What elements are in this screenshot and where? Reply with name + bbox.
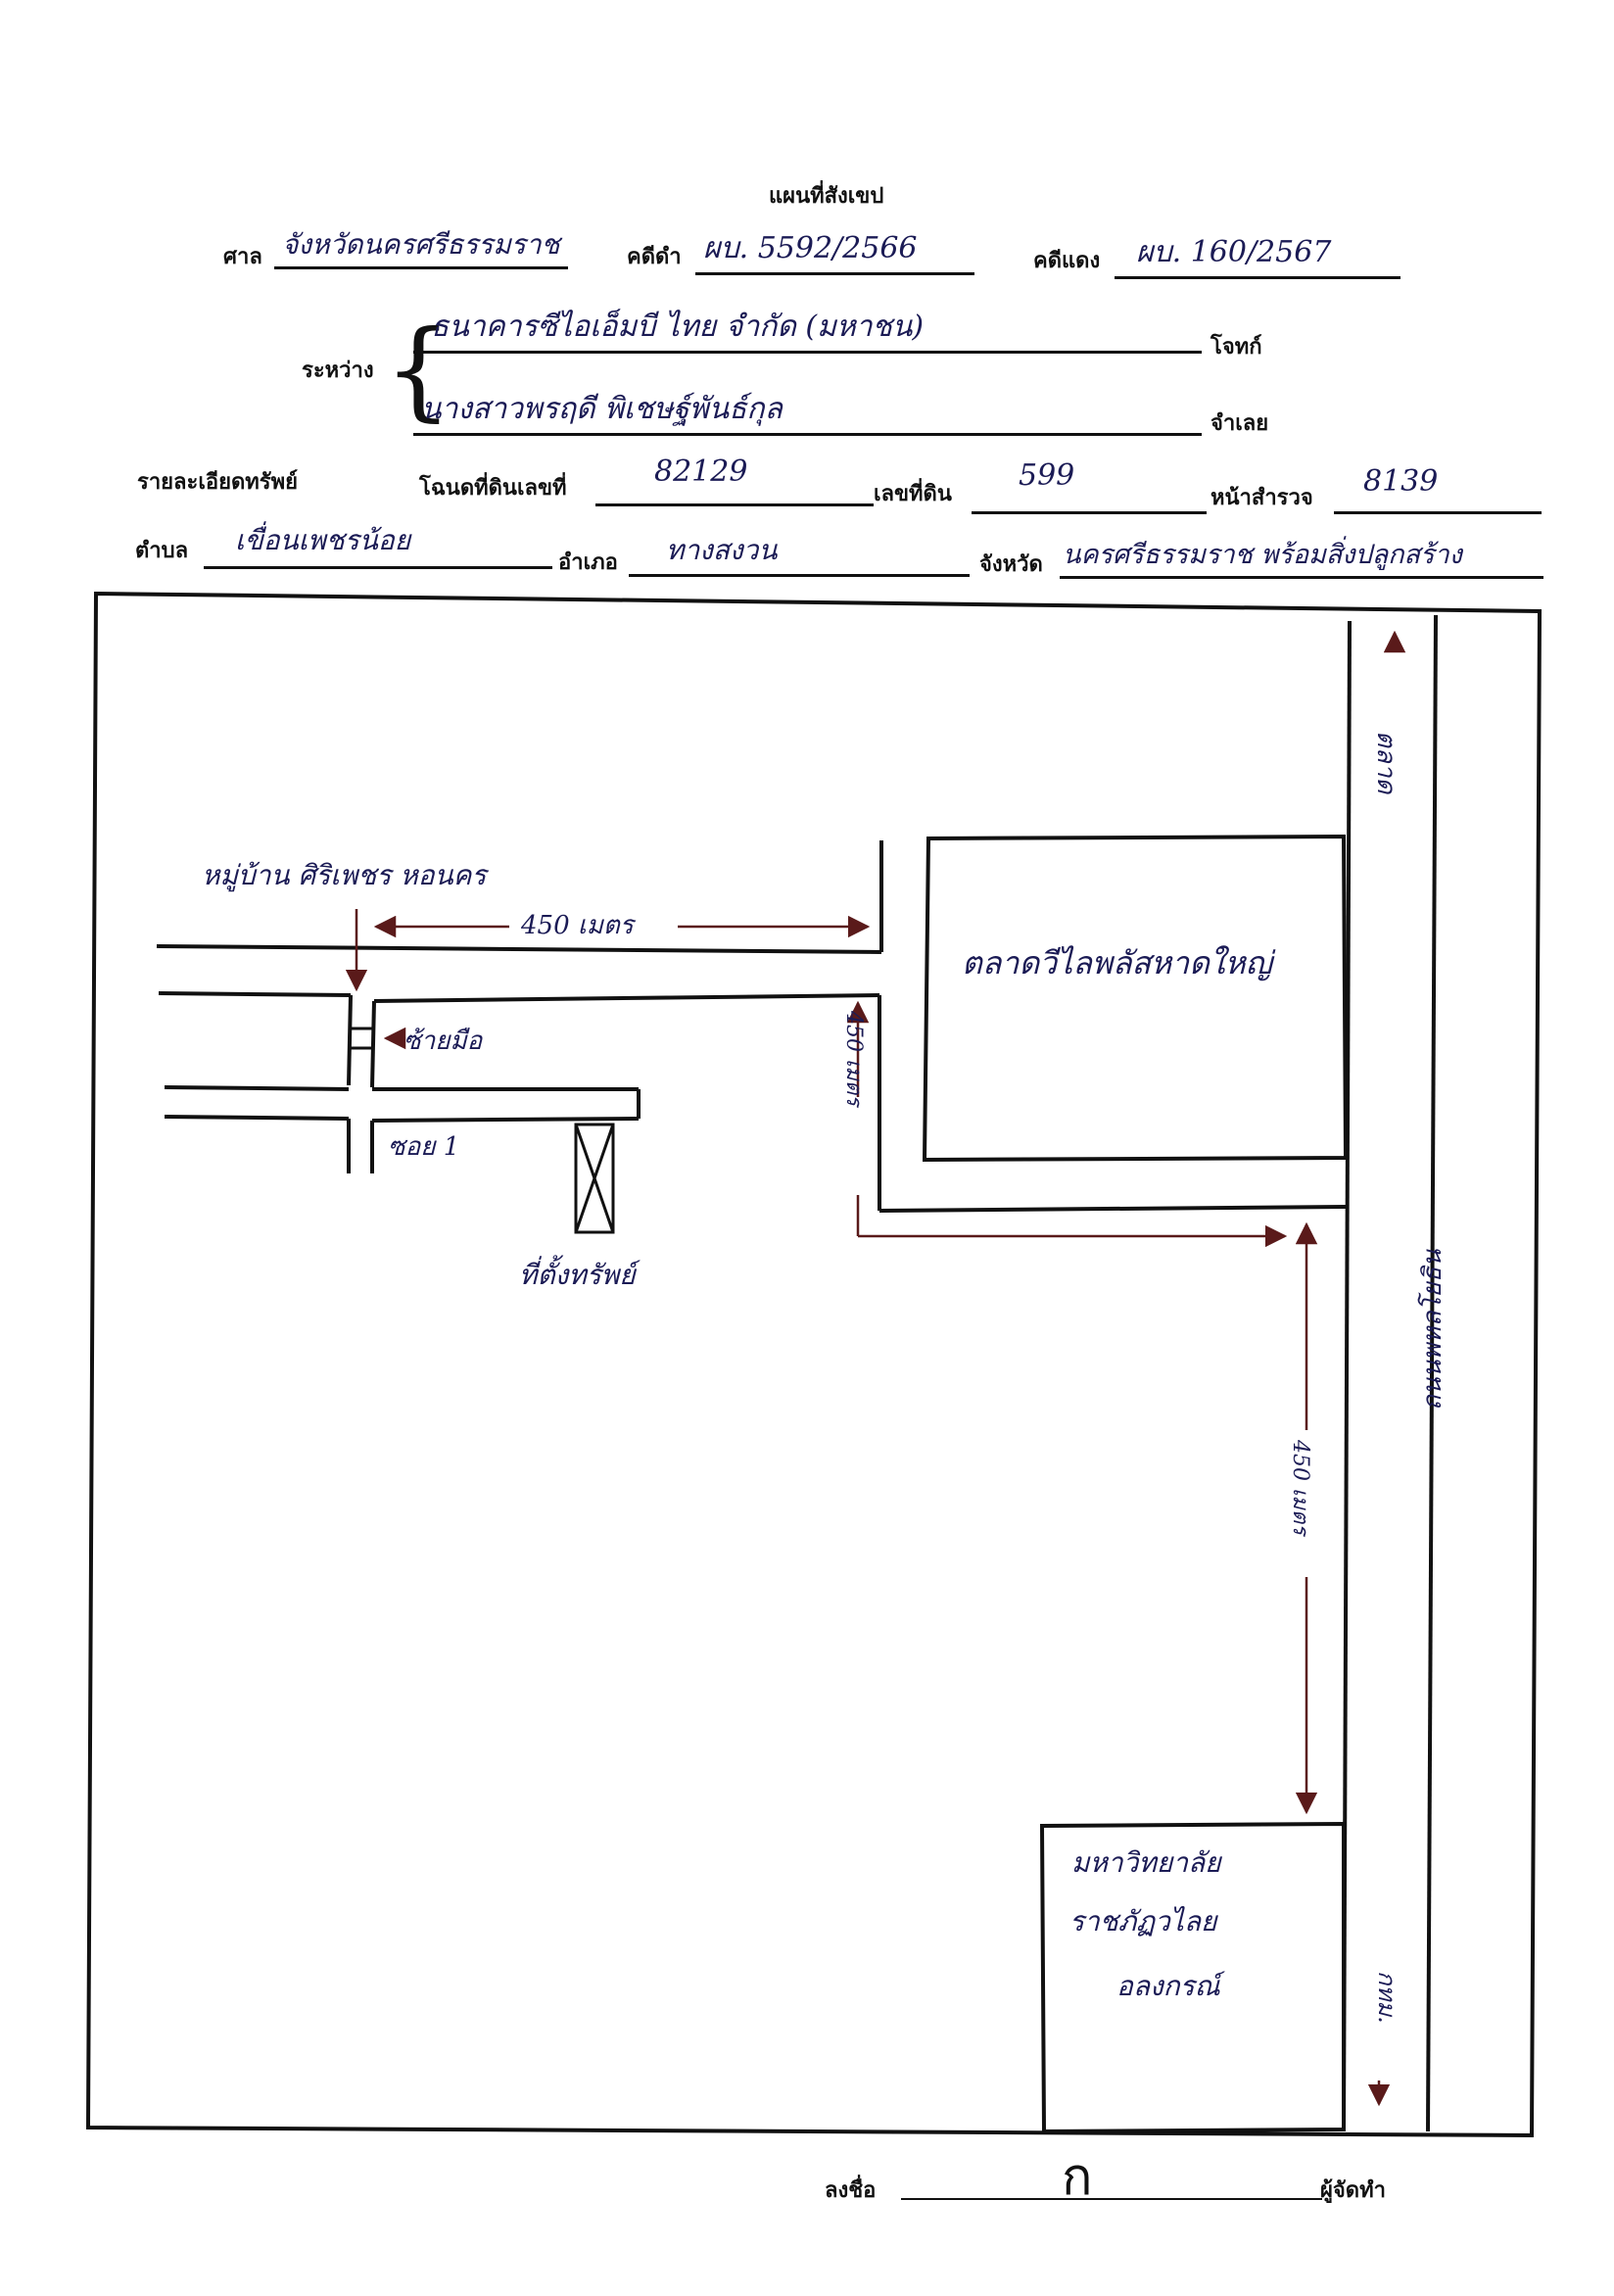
subdistrict-label: ตำบล bbox=[135, 539, 189, 563]
distance-vertical-1-label: 450 เมตร bbox=[841, 1011, 866, 1107]
defendant-value: นางสาวพรฤดี พิเชษฐ์พันธ์กุล bbox=[421, 392, 783, 426]
plaintiff-label: โจทก์ bbox=[1210, 335, 1262, 359]
map-frame bbox=[85, 591, 1543, 2138]
plaintiff-value: ธนาคารซีไอเอ็มบี ไทย จำกัด (มหาชน) bbox=[431, 310, 925, 344]
survey-value: 8139 bbox=[1363, 464, 1439, 499]
sign-label: ลงชื่อ bbox=[825, 2178, 877, 2203]
road-name-label: ถนนพหลโยธิน bbox=[1418, 1249, 1448, 1411]
defendant-label: จำเลย bbox=[1210, 411, 1269, 436]
market-building bbox=[922, 834, 1349, 1163]
subdistrict-value: เขื่อนเพชรน้อย bbox=[235, 524, 411, 556]
land-no-underline bbox=[972, 511, 1207, 514]
university-label-line-3: อลงกรณ์ bbox=[1116, 1970, 1220, 2002]
plaintiff-underline bbox=[413, 351, 1202, 354]
black-case-underline bbox=[695, 272, 974, 275]
signature: ก bbox=[1062, 2148, 1093, 2207]
survey-underline bbox=[1334, 511, 1542, 514]
village-label: หมู่บ้าน ศิริเพชร หอนคร bbox=[202, 859, 487, 891]
subdistrict-underline bbox=[204, 566, 552, 569]
deed-label: โฉนดที่ดินเลขที่ bbox=[419, 476, 567, 501]
district-underline bbox=[629, 574, 970, 577]
red-case-underline bbox=[1115, 276, 1400, 279]
road-right-edge bbox=[1426, 614, 1438, 2132]
district-label: อำเภอ bbox=[558, 550, 618, 575]
red-case-label: คดีแดง bbox=[1033, 249, 1101, 273]
deed-underline bbox=[595, 503, 874, 506]
property-details-label: รายละเอียดทรัพย์ bbox=[137, 470, 298, 495]
between-brace-icon: { bbox=[384, 307, 452, 432]
province-value: นครศรีธรรมราช พร้อมสิ่งปลูกสร้าง bbox=[1063, 540, 1462, 570]
university-label-line-1: มหาวิทยาลัย bbox=[1071, 1846, 1221, 1879]
road-to-market-label: ตลาด bbox=[1371, 731, 1400, 794]
between-label: ระหว่าง bbox=[302, 359, 374, 383]
document-title: แผนที่สังเขป bbox=[769, 184, 884, 209]
market-label: ตลาดวีไลพลัสหาดใหญ่ bbox=[962, 944, 1272, 981]
black-case-value: ผบ. 5592/2566 bbox=[703, 231, 918, 265]
court-underline bbox=[274, 266, 568, 269]
province-underline bbox=[1060, 576, 1543, 579]
survey-label: หน้าสำรวจ bbox=[1210, 486, 1313, 510]
entrance-label: ซ้ายมือ bbox=[404, 1027, 483, 1056]
district-value: ทางสงวน bbox=[666, 534, 778, 566]
signature-line bbox=[901, 2198, 1322, 2200]
court-value: จังหวัดนครศรีธรรมราช bbox=[282, 228, 560, 261]
court-label: ศาล bbox=[223, 245, 262, 269]
red-case-value: ผบ. 160/2567 bbox=[1136, 235, 1332, 269]
property-plot bbox=[574, 1123, 615, 1234]
deed-value: 82129 bbox=[654, 454, 748, 489]
black-case-label: คดีดำ bbox=[627, 245, 682, 269]
distance-top-label: 450 เมตร bbox=[521, 911, 634, 940]
maker-label: ผู้จัดทำ bbox=[1320, 2178, 1386, 2203]
property-label: ที่ตั้งทรัพย์ bbox=[519, 1259, 636, 1291]
land-no-label: เลขที่ดิน bbox=[874, 482, 952, 506]
defendant-underline bbox=[413, 433, 1202, 436]
road-to-bangkok-label: กทม. bbox=[1373, 1971, 1400, 2024]
land-no-value: 599 bbox=[1019, 458, 1075, 493]
university-building bbox=[1039, 1821, 1346, 2134]
province-label: จังหวัด bbox=[979, 552, 1043, 577]
university-label-line-2: ราชภัฏวไลย bbox=[1069, 1905, 1217, 1937]
distance-vertical-2-label: 450 เมตร bbox=[1288, 1440, 1312, 1536]
soi-label: ซอย 1 bbox=[388, 1132, 460, 1162]
